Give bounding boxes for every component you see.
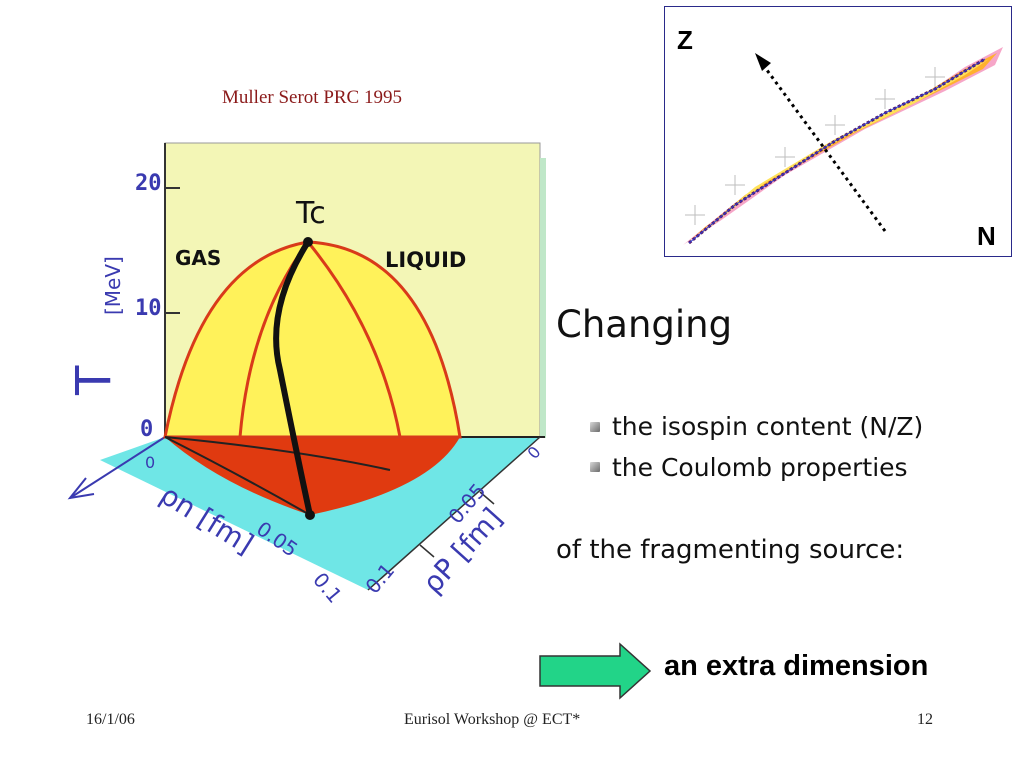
critical-point-label: Tc [295, 196, 326, 231]
phase-base [165, 437, 460, 515]
bullet-coulomb: the Coulomb properties [612, 453, 908, 482]
phase-diagram: 20 10 0 T [MeV] Tc GAS LIQUID 0 0.05 0.1… [66, 142, 546, 608]
bullet-icon [590, 422, 600, 432]
base-curve [164, 436, 391, 471]
extra-dimension-text: an extra dimension [664, 650, 929, 682]
t-tick-label: 10 [135, 296, 162, 321]
rho-n-tick-label: 0 [145, 453, 155, 472]
rho-n-arrow [67, 477, 95, 500]
rho-n-axis [69, 436, 166, 499]
inset-label-n: N [977, 221, 996, 251]
footer-page-number: 12 [917, 711, 933, 728]
floor-plane [100, 437, 540, 590]
region-gas-label: GAS [175, 246, 221, 270]
critical-point-base [305, 510, 315, 520]
slide-heading: Changing [556, 303, 733, 346]
arrow-right-icon [539, 642, 652, 700]
rho-p-tick-label: 0 [524, 443, 545, 463]
inset-grid [685, 67, 945, 225]
isospin-arrowhead [755, 53, 771, 71]
fragmenting-source-text: of the fragmenting source: [556, 535, 905, 565]
inset-label-z: Z [677, 25, 693, 55]
rho-p-axis [367, 436, 541, 591]
wall-edge [540, 158, 546, 438]
nz-inset-plot: Z N [677, 25, 1003, 251]
critical-curve [273, 239, 313, 518]
dome-meridian [306, 241, 402, 438]
t-axis-unit: [MeV] [101, 256, 125, 315]
nz-inset: Z N [664, 6, 1012, 257]
critical-point [303, 237, 313, 247]
band-inner [691, 59, 989, 241]
band-core [688, 57, 986, 245]
t-tick-label: 20 [135, 171, 162, 196]
band-mid [687, 53, 997, 243]
t-axis-label: T [66, 365, 122, 396]
t-tick-label: 0 [140, 417, 153, 442]
band-core-line [688, 58, 986, 244]
bullet-icon [590, 462, 600, 472]
footer-date: 16/1/06 [86, 711, 135, 728]
bullet-isospin: the isospin content (N/Z) [612, 412, 924, 441]
rho-p-tick [419, 544, 435, 558]
base-curve [164, 436, 311, 516]
region-liquid-label: LIQUID [385, 248, 466, 272]
citation: Muller Serot PRC 1995 [222, 87, 402, 108]
footer-event: Eurisol Workshop @ ECT* [404, 711, 581, 728]
rho-p-tick [479, 491, 495, 505]
